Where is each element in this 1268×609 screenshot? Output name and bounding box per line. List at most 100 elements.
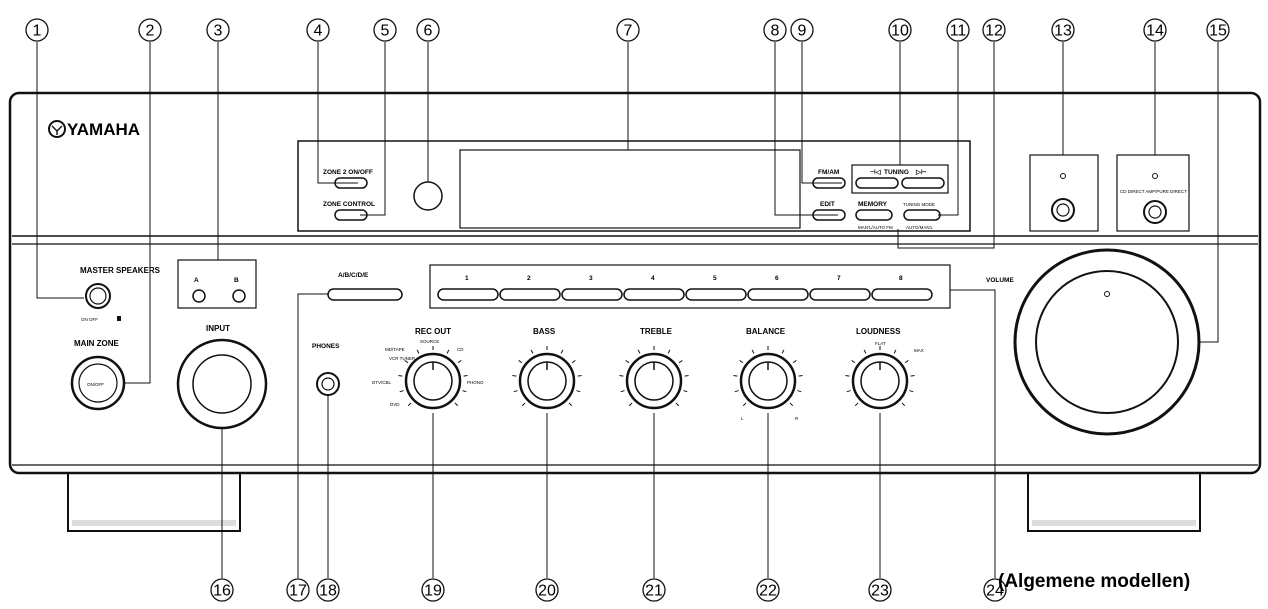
- main-zone-label: MAIN ZONE: [74, 339, 120, 348]
- speakers-frame: [177, 259, 257, 309]
- preset-7-button[interactable]: [809, 288, 871, 301]
- cd-direct-indicator: [1060, 173, 1066, 179]
- callout-1: 1: [33, 23, 42, 40]
- callout-12: 12: [985, 23, 1003, 40]
- abcde-label: A/B/C/D/E: [338, 272, 369, 279]
- tuning-label: ⊣◁: [870, 168, 882, 176]
- rec-out-phono-label: PHONO: [467, 380, 484, 385]
- tuning-mode-label: TUNING MODE: [903, 202, 935, 207]
- rec-out-knob[interactable]: [398, 346, 468, 410]
- abcde-button[interactable]: [327, 288, 403, 301]
- loudness-knob[interactable]: [845, 346, 915, 410]
- speaker-a-button[interactable]: [192, 289, 206, 303]
- preset-4-button[interactable]: [623, 288, 685, 301]
- callout-20: 20: [538, 583, 556, 600]
- rec-out-cd-label: CD: [457, 347, 464, 352]
- edit-label: EDIT: [820, 201, 835, 208]
- callout-9: 9: [798, 23, 807, 40]
- preset-2-label: 2: [527, 275, 531, 282]
- callout-5-marker: [373, 18, 397, 42]
- volume-label: VOLUME: [986, 277, 1014, 284]
- zone2-onoff-label: ZONE 2 ON/OFF: [323, 169, 373, 176]
- callout-18: 18: [319, 583, 337, 600]
- callout-19: 19: [424, 583, 442, 600]
- rec-out-source-label: SOURCE: [420, 339, 439, 344]
- cd-direct-label: CD DIRECT AMP/PURE DIRECT: [1120, 189, 1187, 194]
- callout-14-marker: [1143, 18, 1167, 42]
- callout-13-marker: [1051, 18, 1075, 42]
- callout-1-marker: [25, 18, 49, 42]
- preset-5-label: 5: [713, 275, 717, 282]
- preset-1-button[interactable]: [437, 288, 499, 301]
- memory-label: MEMORY: [858, 201, 888, 208]
- tuning-up-button[interactable]: [901, 177, 945, 189]
- callout-6: 6: [424, 23, 433, 40]
- rec-out-vcr-label: VCR TUNER: [389, 356, 416, 361]
- tuning-mode-sub-label: AUTO/MAN'L: [906, 225, 934, 230]
- callout-3-marker: [206, 18, 230, 42]
- rec-out-md-label: MD/TAPE: [385, 347, 405, 352]
- preset-3-button[interactable]: [561, 288, 623, 301]
- loudness-label: LOUDNESS: [856, 327, 901, 336]
- callout-10-marker: [888, 18, 912, 42]
- balance-label: BALANCE: [746, 327, 786, 336]
- callout-10: 10: [891, 23, 909, 40]
- callout-15-marker: [1206, 18, 1230, 42]
- callout-9-marker: [790, 18, 814, 42]
- preset-8-label: 8: [899, 275, 903, 282]
- treble-knob[interactable]: [619, 346, 689, 410]
- callout-23: 23: [871, 583, 889, 600]
- treble-label: TREBLE: [640, 327, 673, 336]
- speaker-a-label: A: [194, 277, 199, 284]
- callout-4-marker: [306, 18, 330, 42]
- speaker-b-label: B: [234, 277, 239, 284]
- callout-6-marker: [416, 18, 440, 42]
- preset-5-button[interactable]: [685, 288, 747, 301]
- model-caption: (Algemene modellen): [998, 571, 1190, 592]
- preset-3-label: 3: [589, 275, 593, 282]
- svg-text:▷⊢: ▷⊢: [915, 168, 927, 176]
- callout-22-marker: [756, 578, 780, 602]
- remote-sensor: [413, 181, 443, 211]
- callout-8-marker: [763, 18, 787, 42]
- callout-21-marker: [642, 578, 666, 602]
- callout-5: 5: [381, 23, 390, 40]
- bass-knob[interactable]: [512, 346, 582, 410]
- yamaha-logo: YAMAHA: [48, 120, 140, 139]
- callout-16-marker: [210, 578, 234, 602]
- master-onoff-label: ON OFF: [81, 317, 98, 322]
- callout-8: 8: [771, 23, 780, 40]
- callout-16: 16: [213, 583, 231, 600]
- preset-1-label: 1: [465, 275, 469, 282]
- callout-18-marker: [316, 578, 340, 602]
- display-window: [459, 149, 801, 229]
- memory-button[interactable]: [855, 209, 893, 221]
- preset-7-label: 7: [837, 275, 841, 282]
- callout-17-marker: [286, 578, 310, 602]
- main-zone-power-label: ON/OFF: [87, 382, 104, 387]
- master-speakers-label: MASTER SPEAKERS: [80, 266, 161, 275]
- callout-23-marker: [868, 578, 892, 602]
- callout-22: 22: [759, 583, 777, 600]
- preset-8-button[interactable]: [871, 288, 933, 301]
- phones-label: PHONES: [312, 343, 340, 350]
- preset-6-button[interactable]: [747, 288, 809, 301]
- callout-17: 17: [289, 583, 307, 600]
- preset-6-label: 6: [775, 275, 779, 282]
- zone-control-label: ZONE CONTROL: [323, 201, 375, 208]
- preset-frame: [429, 264, 951, 309]
- tuning-down-button[interactable]: [855, 177, 899, 189]
- callout-2-marker: [138, 18, 162, 42]
- callout-7: 7: [624, 23, 633, 40]
- balance-l-label: L: [741, 416, 744, 421]
- callout-13: 13: [1054, 23, 1072, 40]
- memory-sub-label: MAN'L/AUTO FM: [858, 225, 893, 230]
- balance-knob[interactable]: [733, 346, 803, 410]
- fm-am-label: FM/AM: [818, 169, 839, 176]
- loudness-max-label: MAX: [914, 348, 924, 353]
- tuning-mode-button[interactable]: [903, 209, 941, 221]
- preset-2-button[interactable]: [499, 288, 561, 301]
- speaker-b-button[interactable]: [232, 289, 246, 303]
- callout-7-marker: [616, 18, 640, 42]
